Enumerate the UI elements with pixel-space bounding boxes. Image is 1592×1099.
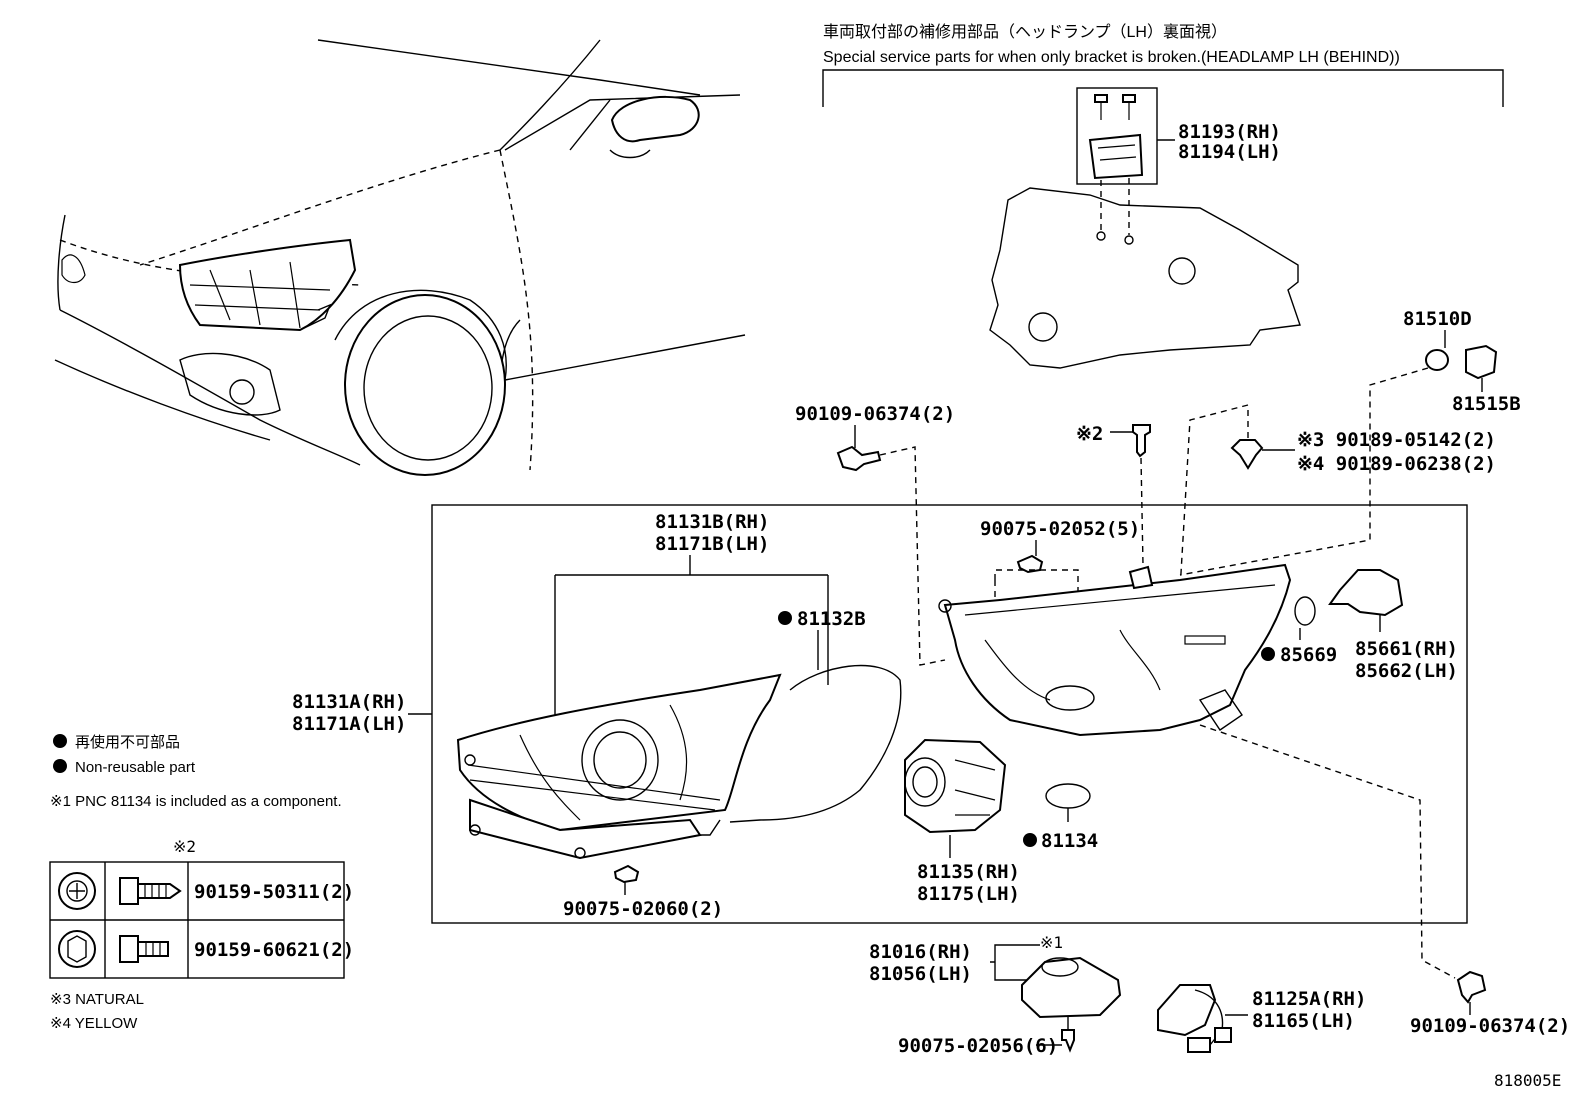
bolt-table-row-1[interactable]: 90159-50311(2) — [194, 881, 354, 903]
part-81131b-rh[interactable]: 81131B(RH) — [655, 511, 769, 533]
part-81510d[interactable]: 81510D — [1403, 308, 1472, 330]
legend-nonreusable-jp: 再使用不可部品 — [75, 734, 180, 751]
screw-90075-02060 — [613, 864, 640, 884]
service-parts-title-jp: 車両取付部の補修用部品（ヘッドランプ（LH）裏面視） — [823, 22, 1227, 41]
headlamp-housing — [938, 563, 1292, 737]
bolt-table — [49, 861, 345, 979]
part-85661-rh[interactable]: 85661(RH) — [1355, 638, 1458, 660]
legend-note-4: ※4 YELLOW — [50, 1015, 138, 1032]
part-90109-06374-top[interactable]: 90109-06374(2) — [795, 403, 955, 425]
part-81193-rh[interactable]: 81193(RH) — [1178, 121, 1281, 143]
bolt-table-header: ※2 — [173, 837, 196, 856]
screw-mark2 — [1132, 424, 1151, 458]
bolt-90109-bottom — [1456, 970, 1487, 1004]
part-90189-05142[interactable]: ※3 90189-05142(2) — [1297, 429, 1496, 451]
socket-81515b — [1465, 344, 1498, 380]
vehicle-front-illustration — [54, 39, 746, 476]
clip-90189 — [1230, 439, 1264, 470]
part-81131a-rh[interactable]: 81131A(RH) — [292, 691, 406, 713]
part-85662-lh[interactable]: 85662(LH) — [1355, 660, 1458, 682]
hex-head-icon — [58, 930, 96, 968]
oring-81134 — [1045, 783, 1091, 809]
part-81171b-lh[interactable]: 81171B(LH) — [655, 533, 769, 555]
nonreusable-dot-85669 — [1261, 647, 1275, 661]
bracket-kit-81193 — [1076, 87, 1175, 245]
legend-dot-jp — [53, 734, 67, 748]
legend-nonreusable-en: Non-reusable part — [75, 759, 196, 776]
wire-harness-81125a — [1157, 984, 1217, 1037]
bolt-table-row-2[interactable]: 90159-60621(2) — [194, 939, 354, 961]
projector-module-81135 — [904, 738, 1007, 834]
part-81016-rh[interactable]: 81016(RH) — [869, 941, 972, 963]
legend-note-1: ※1 PNC 81134 is included as a component. — [50, 793, 342, 810]
gasket-cord-81132b — [729, 664, 902, 823]
part-85669[interactable]: 85669 — [1280, 644, 1337, 666]
part-81132b[interactable]: 81132B — [797, 608, 866, 630]
part-81165-lh[interactable]: 81165(LH) — [1252, 1010, 1355, 1032]
oring-85669 — [1294, 596, 1316, 626]
diagram-code: 818005E — [1494, 1071, 1561, 1090]
headlamp-housing-behind — [989, 187, 1301, 369]
part-81135-rh[interactable]: 81135(RH) — [917, 861, 1020, 883]
service-parts-bracket — [822, 69, 1504, 107]
part-90075-02056[interactable]: 90075-02056(6) — [898, 1035, 1058, 1057]
part-81515b[interactable]: 81515B — [1452, 393, 1521, 415]
headlamp-lens-assembly — [456, 673, 782, 860]
mark-1: ※1 — [1040, 933, 1063, 952]
screw-90109-top — [836, 445, 882, 472]
part-81056-lh[interactable]: 81056(LH) — [869, 963, 972, 985]
part-90075-02052[interactable]: 90075-02052(5) — [980, 518, 1140, 540]
part-90109-06374-bottom[interactable]: 90109-06374(2) — [1410, 1015, 1570, 1037]
part-81134[interactable]: 81134 — [1041, 830, 1098, 852]
legend-note-3: ※3 NATURAL — [50, 991, 144, 1008]
part-81175-lh[interactable]: 81175(LH) — [917, 883, 1020, 905]
nonreusable-dot-81134 — [1023, 833, 1037, 847]
part-90189-06238[interactable]: ※4 90189-06238(2) — [1297, 453, 1496, 475]
nonreusable-dot-81132b — [778, 611, 792, 625]
part-81171a-lh[interactable]: 81171A(LH) — [292, 713, 406, 735]
legend-dot-en — [53, 759, 67, 773]
part-81125a-rh[interactable]: 81125A(RH) — [1252, 988, 1366, 1010]
actuator-85661 — [1328, 569, 1404, 617]
part-81194-lh[interactable]: 81194(LH) — [1178, 141, 1281, 163]
bulb-81510d — [1425, 349, 1449, 371]
service-parts-title-en: Special service parts for when only brac… — [823, 49, 1400, 66]
ballast-81016 — [1021, 956, 1122, 1019]
mark-2: ※2 — [1076, 423, 1103, 445]
part-90075-02060[interactable]: 90075-02060(2) — [563, 898, 723, 920]
